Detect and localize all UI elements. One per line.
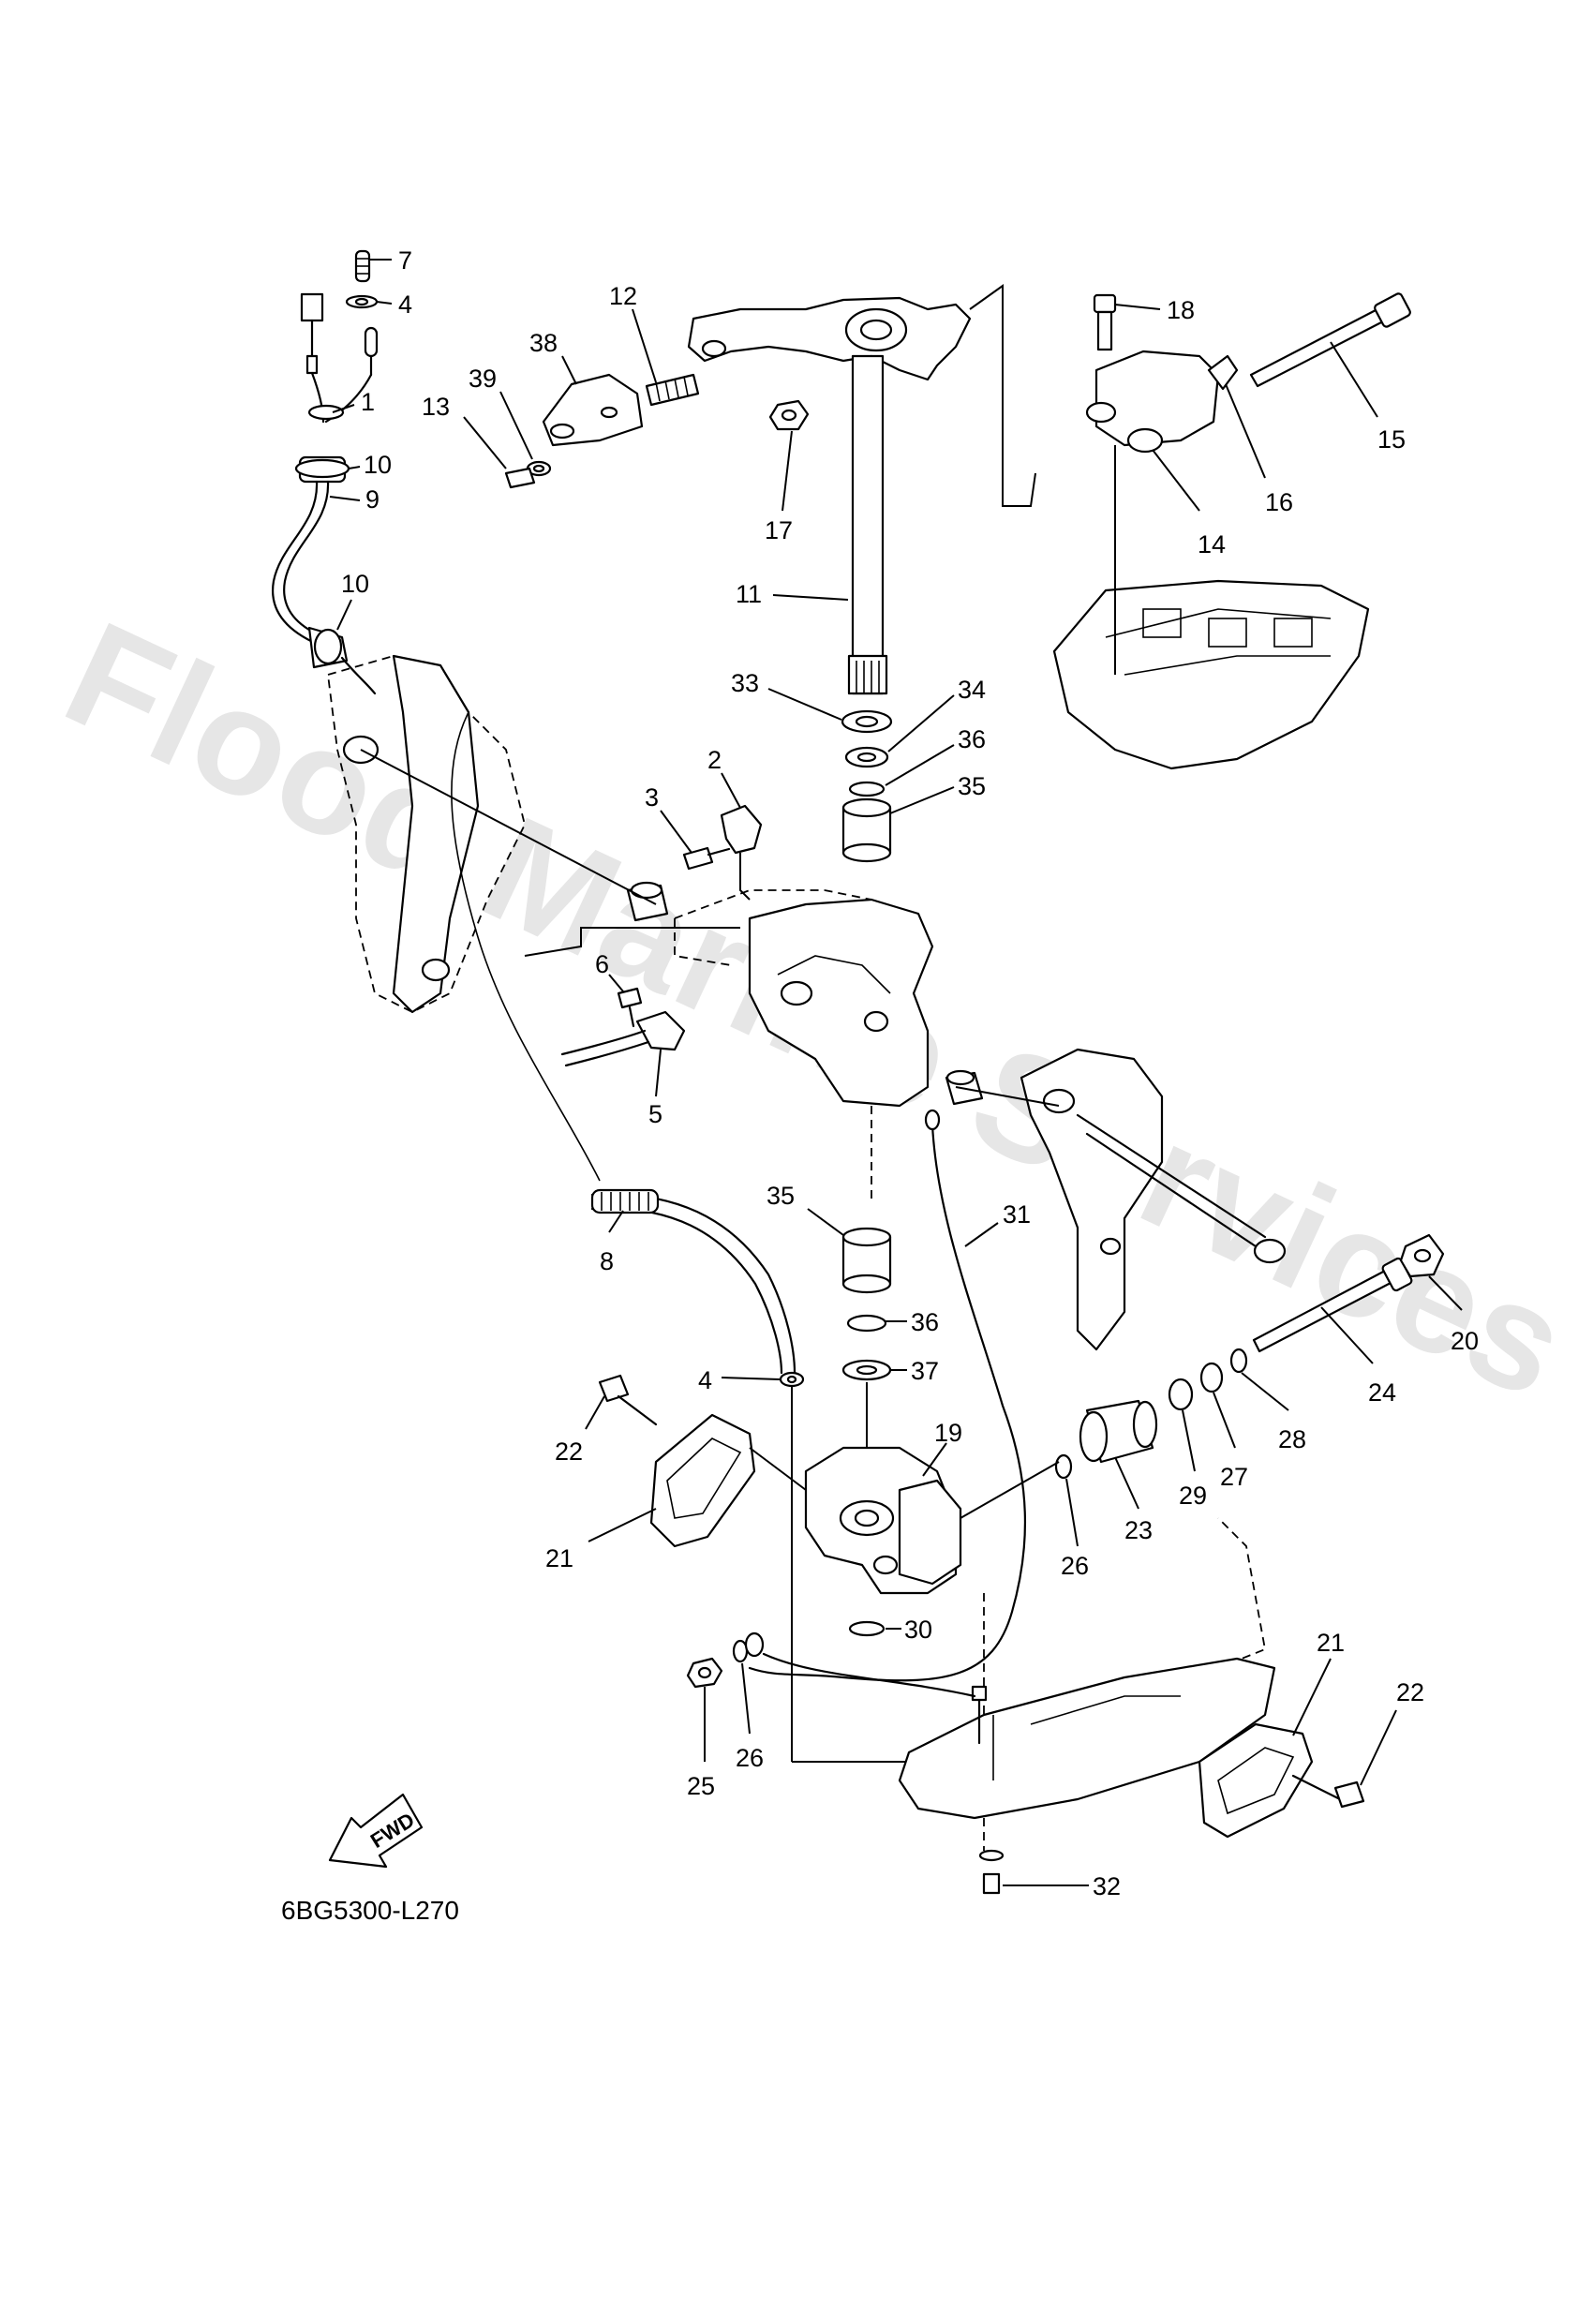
washers-26-29 [1054, 1348, 1248, 1480]
callout-29: 29 [1179, 1482, 1207, 1510]
steering-arm [687, 296, 972, 381]
callout-35-upper: 35 [958, 772, 986, 800]
fwd-arrow-icon: FWD [328, 1793, 424, 1869]
switch-5 [560, 1010, 686, 1067]
bolt-6 [617, 987, 643, 1028]
swivel-bracket [748, 898, 934, 1108]
callout-36-upper: 36 [958, 725, 986, 753]
callout-10-top: 10 [364, 451, 392, 479]
callout-36-lower: 36 [911, 1308, 939, 1336]
callout-5: 5 [648, 1100, 662, 1128]
callout-26-lower: 26 [736, 1744, 764, 1772]
ground-lead-31 [748, 1109, 1027, 1682]
nut-17 [768, 399, 810, 431]
callout-22-right: 22 [1396, 1678, 1424, 1706]
bolt-22-left [598, 1374, 658, 1426]
steering-shaft [847, 354, 888, 695]
bracket-plate [542, 373, 644, 447]
callout-38: 38 [529, 329, 558, 357]
callout-39: 39 [469, 365, 497, 393]
diagram-code: 6BG5300-L270 [281, 1896, 459, 1925]
callout-19: 19 [934, 1419, 962, 1447]
callout-1: 1 [361, 388, 375, 416]
callout-21-right: 21 [1317, 1629, 1345, 1657]
callout-4-top: 4 [398, 290, 412, 319]
damper-right-21 [1198, 1722, 1314, 1839]
bolt-3 [682, 846, 731, 871]
callout-11: 11 [736, 580, 762, 608]
callout-34: 34 [958, 676, 986, 704]
callout-35-lower: 35 [767, 1182, 795, 1210]
nut-20 [1399, 1233, 1445, 1278]
washer-26-lower [732, 1631, 976, 1698]
bolt-32 [978, 1849, 1005, 1895]
washer-nut-small [504, 460, 552, 489]
upper-mount [1085, 350, 1239, 454]
callout-22-left: 22 [555, 1438, 583, 1466]
callout-24: 24 [1368, 1378, 1396, 1407]
bushing-stack-upper [841, 709, 893, 863]
clamp-bracket-right [1020, 1048, 1164, 1351]
bushing-stack-lower [841, 1227, 892, 1381]
bolt-18 [1093, 293, 1117, 351]
callout-9: 9 [365, 485, 380, 514]
clip-2 [720, 804, 763, 855]
upper-casing [898, 1517, 1276, 1820]
callout-30: 30 [904, 1616, 932, 1644]
long-bolt-15 [1249, 292, 1411, 388]
grommet-lower [307, 626, 377, 695]
clip-30 [848, 1620, 886, 1637]
callout-23: 23 [1124, 1516, 1153, 1544]
callout-6: 6 [595, 950, 609, 978]
callout-17: 17 [765, 516, 793, 544]
callout-25: 25 [687, 1772, 715, 1800]
rubber-mount-23 [1079, 1399, 1158, 1464]
callout-4-lower: 4 [698, 1366, 712, 1394]
callout-32: 32 [1093, 1872, 1121, 1900]
callout-27: 27 [1220, 1463, 1248, 1491]
tilt-tube [1076, 1113, 1287, 1264]
callout-14: 14 [1198, 530, 1226, 559]
callout-26-right: 26 [1061, 1552, 1089, 1580]
callout-15: 15 [1377, 425, 1406, 454]
callout-21-left: 21 [545, 1544, 573, 1572]
callout-12: 12 [609, 282, 637, 310]
callout-3: 3 [645, 783, 659, 812]
callout-8: 8 [600, 1247, 614, 1275]
callout-13: 13 [422, 393, 450, 421]
callouts: 7 4 1 10 9 10 13 39 38 12 17 11 [329, 246, 1479, 1900]
bottom-cowling [1052, 579, 1370, 770]
bolt-22-right [1291, 1774, 1365, 1809]
callout-28: 28 [1278, 1425, 1306, 1453]
cable-8 [590, 1188, 796, 1375]
nut-25 [686, 1657, 723, 1689]
callout-37: 37 [911, 1357, 939, 1385]
callout-7: 7 [398, 246, 412, 275]
callout-2: 2 [707, 746, 722, 774]
stud-bolt [645, 373, 700, 407]
callout-20: 20 [1451, 1327, 1479, 1355]
lower-mount-19 [804, 1446, 962, 1595]
callout-18: 18 [1167, 296, 1195, 324]
damper-left-21 [649, 1413, 756, 1548]
callout-16: 16 [1265, 488, 1293, 516]
callout-31: 31 [1003, 1200, 1031, 1229]
callout-10-lower: 10 [341, 570, 369, 598]
callout-33: 33 [731, 669, 759, 697]
grommet-top [345, 249, 379, 309]
